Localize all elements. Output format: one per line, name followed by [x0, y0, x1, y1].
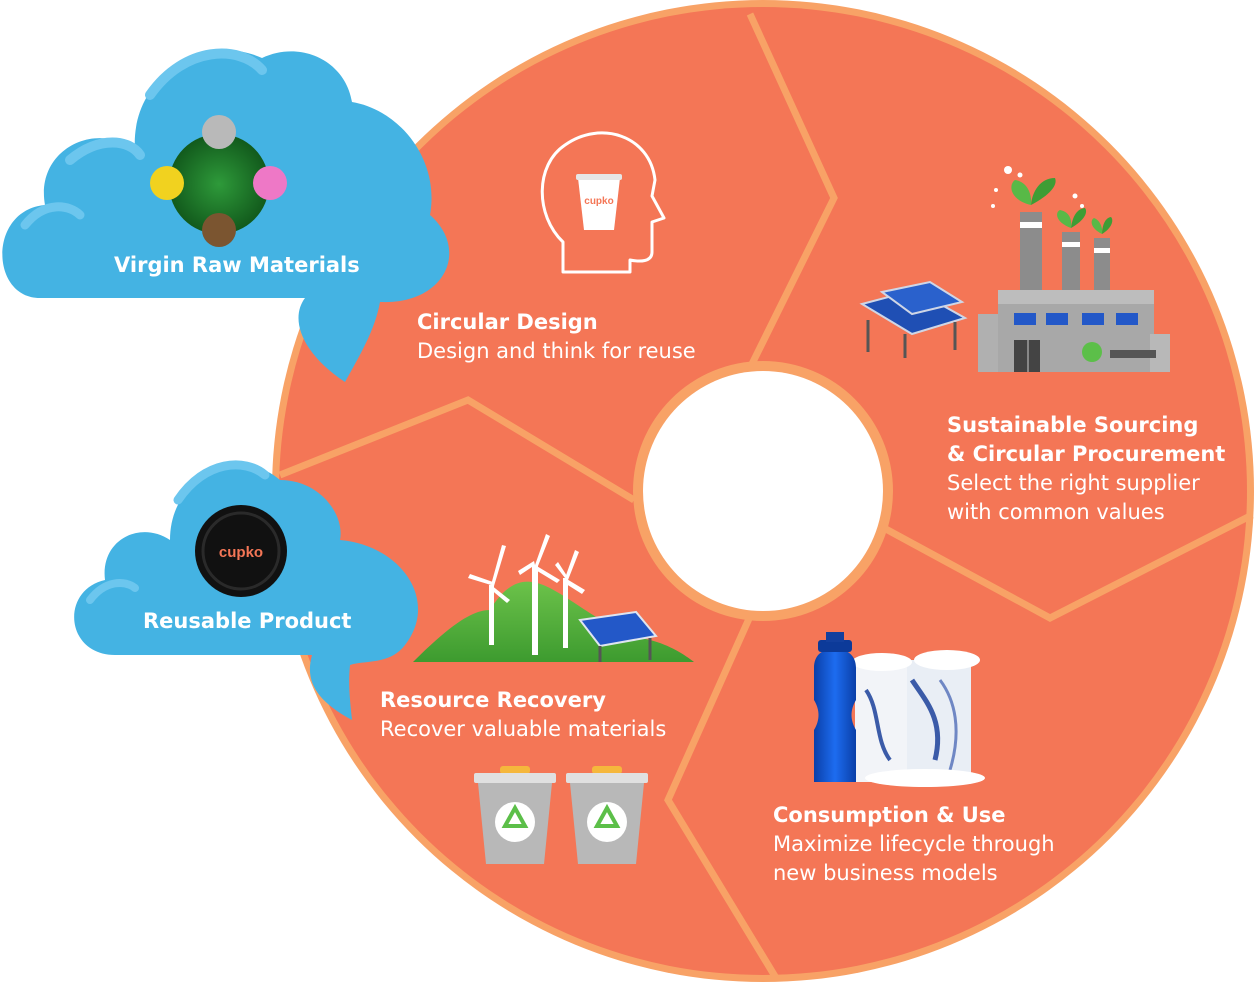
head-with-cup-icon: cupko: [540, 131, 666, 274]
cloud-highlight: [145, 48, 267, 100]
cloud-reusable-label: Reusable Product: [143, 609, 352, 633]
cup-brand: cupko: [584, 196, 613, 207]
cupko-lid-brand: cupko: [219, 544, 263, 561]
cloud-highlight: [86, 579, 139, 604]
segment-description: Design and think for reuse: [417, 339, 696, 363]
recycle-bins-icon: [474, 766, 648, 864]
segment-circular-design: Circular Design Design and think for reu…: [417, 308, 696, 366]
segment-description-line-1: Select the right supplier: [947, 471, 1200, 495]
segment-description-line-1: Maximize lifecycle through: [773, 832, 1055, 856]
hub-center: [643, 371, 883, 611]
cloud-reusable-product: cupko: [74, 460, 419, 720]
divider-consumption-recovery: [664, 610, 779, 980]
cloud-highlight: [65, 137, 145, 165]
wind-turbines-icon: [413, 534, 694, 662]
divider-sourcing-consumption: [882, 511, 1254, 622]
factory-solar-icon: [859, 166, 1170, 372]
segment-sustainable-sourcing: Sustainable Sourcing & Circular Procurem…: [947, 411, 1225, 527]
segment-dividers: [278, 12, 1254, 980]
segment-consumption-use: Consumption & Use Maximize lifecycle thr…: [773, 801, 1055, 888]
segment-title-line-1: Sustainable Sourcing: [947, 413, 1199, 437]
cupko-lid-icon: cupko: [195, 505, 287, 597]
segment-description-line-2: with common values: [947, 500, 1165, 524]
cloud-virgin-label: Virgin Raw Materials: [114, 253, 360, 277]
segment-title: Circular Design: [417, 310, 598, 334]
segment-description-line-2: new business models: [773, 861, 998, 885]
segment-title-line-2: & Circular Procurement: [947, 442, 1226, 466]
cloud-highlight: [173, 460, 270, 505]
solar-panels: [859, 280, 968, 358]
segment-title: Consumption & Use: [773, 803, 1006, 827]
cycle-ring: [272, 0, 1254, 982]
cloud-virgin-raw-materials: [2, 48, 450, 382]
material-pellets-icon: [150, 115, 287, 247]
segment-resource-recovery: Resource Recovery Recover valuable mater…: [380, 686, 666, 744]
bottle-cups-icon: [814, 632, 985, 787]
divider-design-sourcing: [744, 12, 838, 374]
cloud-highlight: [20, 202, 85, 230]
divider-recovery-design: [278, 396, 636, 503]
segment-title: Resource Recovery: [380, 688, 606, 712]
segment-description: Recover valuable materials: [380, 717, 667, 741]
